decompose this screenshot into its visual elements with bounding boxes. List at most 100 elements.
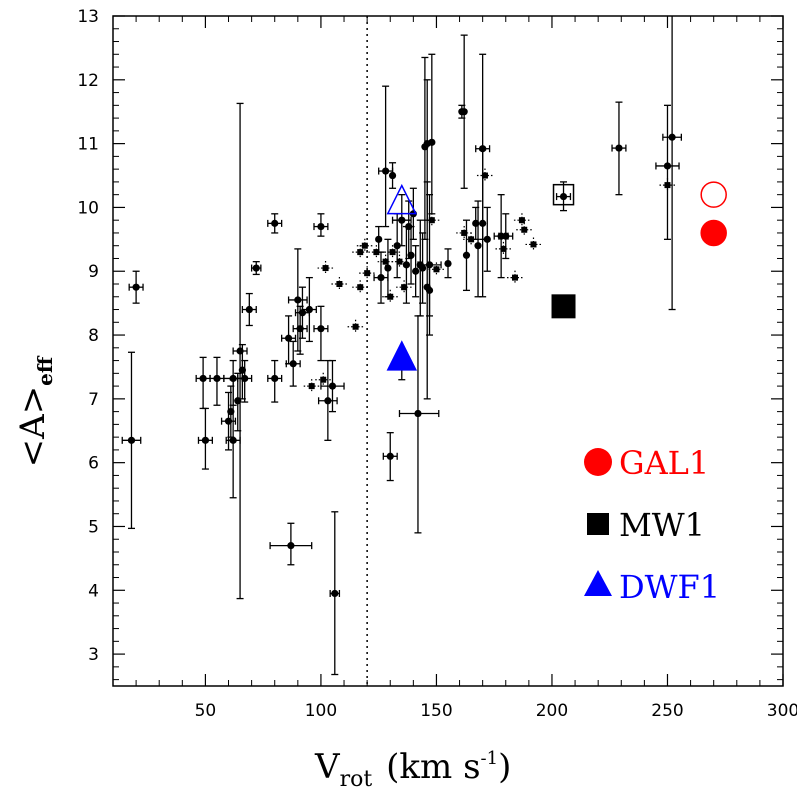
data-point	[393, 242, 401, 250]
data-point	[305, 305, 313, 314]
data-point	[317, 325, 325, 333]
y-tick-label: 3	[88, 645, 99, 665]
data-point	[483, 235, 491, 243]
data-point	[402, 261, 411, 269]
data-point	[132, 283, 140, 291]
data-point	[418, 264, 427, 272]
data-point	[127, 436, 136, 444]
data-point	[414, 409, 422, 418]
data-point	[382, 167, 390, 175]
data-point	[398, 216, 406, 224]
x-axis-title-sub: rot	[340, 767, 373, 792]
data-point	[460, 108, 468, 116]
data-point-square	[500, 245, 507, 252]
data-point	[328, 382, 337, 390]
data-point	[375, 235, 383, 243]
data-point-square	[389, 249, 396, 256]
plot-frame	[112, 15, 784, 687]
data-point	[294, 296, 302, 304]
data-point	[386, 452, 394, 460]
legend-dwf1-marker	[584, 570, 612, 596]
y-axis-title: <A>eff	[13, 355, 57, 467]
data-point	[428, 138, 436, 146]
data-point	[213, 374, 221, 383]
y-tick-label: 12	[77, 71, 99, 91]
gal1-point	[700, 219, 727, 247]
data-point-square	[481, 172, 488, 179]
x-tick-label: 300	[767, 701, 797, 721]
data-point	[284, 334, 293, 342]
y-tick-label: 11	[77, 135, 99, 155]
data-point-square	[322, 265, 329, 272]
points-layer	[127, 108, 727, 598]
data-point	[296, 325, 304, 333]
y-tick-label: 9	[88, 262, 99, 282]
data-point-square	[530, 241, 537, 248]
data-point	[502, 232, 510, 240]
data-point-square	[352, 323, 359, 330]
data-point	[298, 309, 307, 317]
data-point	[238, 366, 246, 374]
y-tick-label: 6	[88, 454, 99, 474]
y-tick-label: 7	[88, 390, 99, 410]
x-tick-label: 50	[195, 701, 217, 721]
data-point	[229, 436, 237, 444]
data-point	[331, 589, 339, 598]
data-point	[479, 145, 487, 153]
data-point-square	[361, 242, 368, 249]
data-point	[199, 374, 207, 383]
legend-label-mw1: MW1	[619, 506, 705, 544]
y-tick-label: 8	[88, 326, 99, 346]
data-point-square	[401, 284, 408, 291]
data-point	[377, 274, 385, 282]
mw1-point	[551, 294, 576, 319]
data-point	[252, 264, 260, 272]
data-point-square	[461, 229, 468, 236]
data-point	[615, 144, 623, 152]
legend-label-dwf1: DWF1	[619, 568, 720, 606]
data-point-square	[468, 236, 475, 243]
x-axis-title-units: (km s	[386, 747, 480, 787]
data-point-square	[308, 383, 315, 390]
data-point	[474, 242, 482, 250]
data-point-square	[357, 284, 364, 291]
x-axis-title: Vrot(km s-1)	[314, 747, 511, 792]
data-point	[201, 436, 210, 444]
y-tick-label: 13	[77, 7, 99, 27]
data-point	[287, 542, 295, 550]
data-point-square	[387, 293, 394, 300]
data-point-square	[518, 217, 525, 224]
data-point	[227, 408, 235, 416]
data-point	[405, 222, 413, 231]
y-tick-label: 5	[88, 517, 99, 537]
data-point	[559, 192, 568, 201]
x-axis-title-close: )	[498, 747, 511, 787]
data-point	[388, 171, 397, 180]
data-point	[245, 305, 253, 314]
y-tick-label: 10	[77, 198, 99, 218]
data-point	[668, 133, 676, 141]
data-point	[425, 261, 434, 269]
data-point	[236, 347, 244, 355]
data-point-square	[428, 217, 435, 224]
data-point	[271, 374, 279, 383]
x-tick-label: 200	[536, 701, 568, 721]
data-point	[324, 397, 332, 405]
data-point-square	[512, 274, 518, 281]
data-point	[462, 251, 471, 259]
data-point	[384, 264, 392, 272]
data-point-square	[336, 281, 343, 287]
data-point	[271, 219, 279, 227]
legend-label-gal1: GAL1	[619, 444, 709, 482]
data-point	[317, 222, 325, 231]
dwf1-point	[386, 340, 418, 371]
data-point-square	[357, 249, 364, 256]
data-point	[289, 360, 297, 368]
legend-mw1-marker	[587, 513, 609, 535]
mw1-point	[552, 183, 575, 206]
data-point	[412, 267, 420, 275]
data-point	[479, 219, 487, 227]
